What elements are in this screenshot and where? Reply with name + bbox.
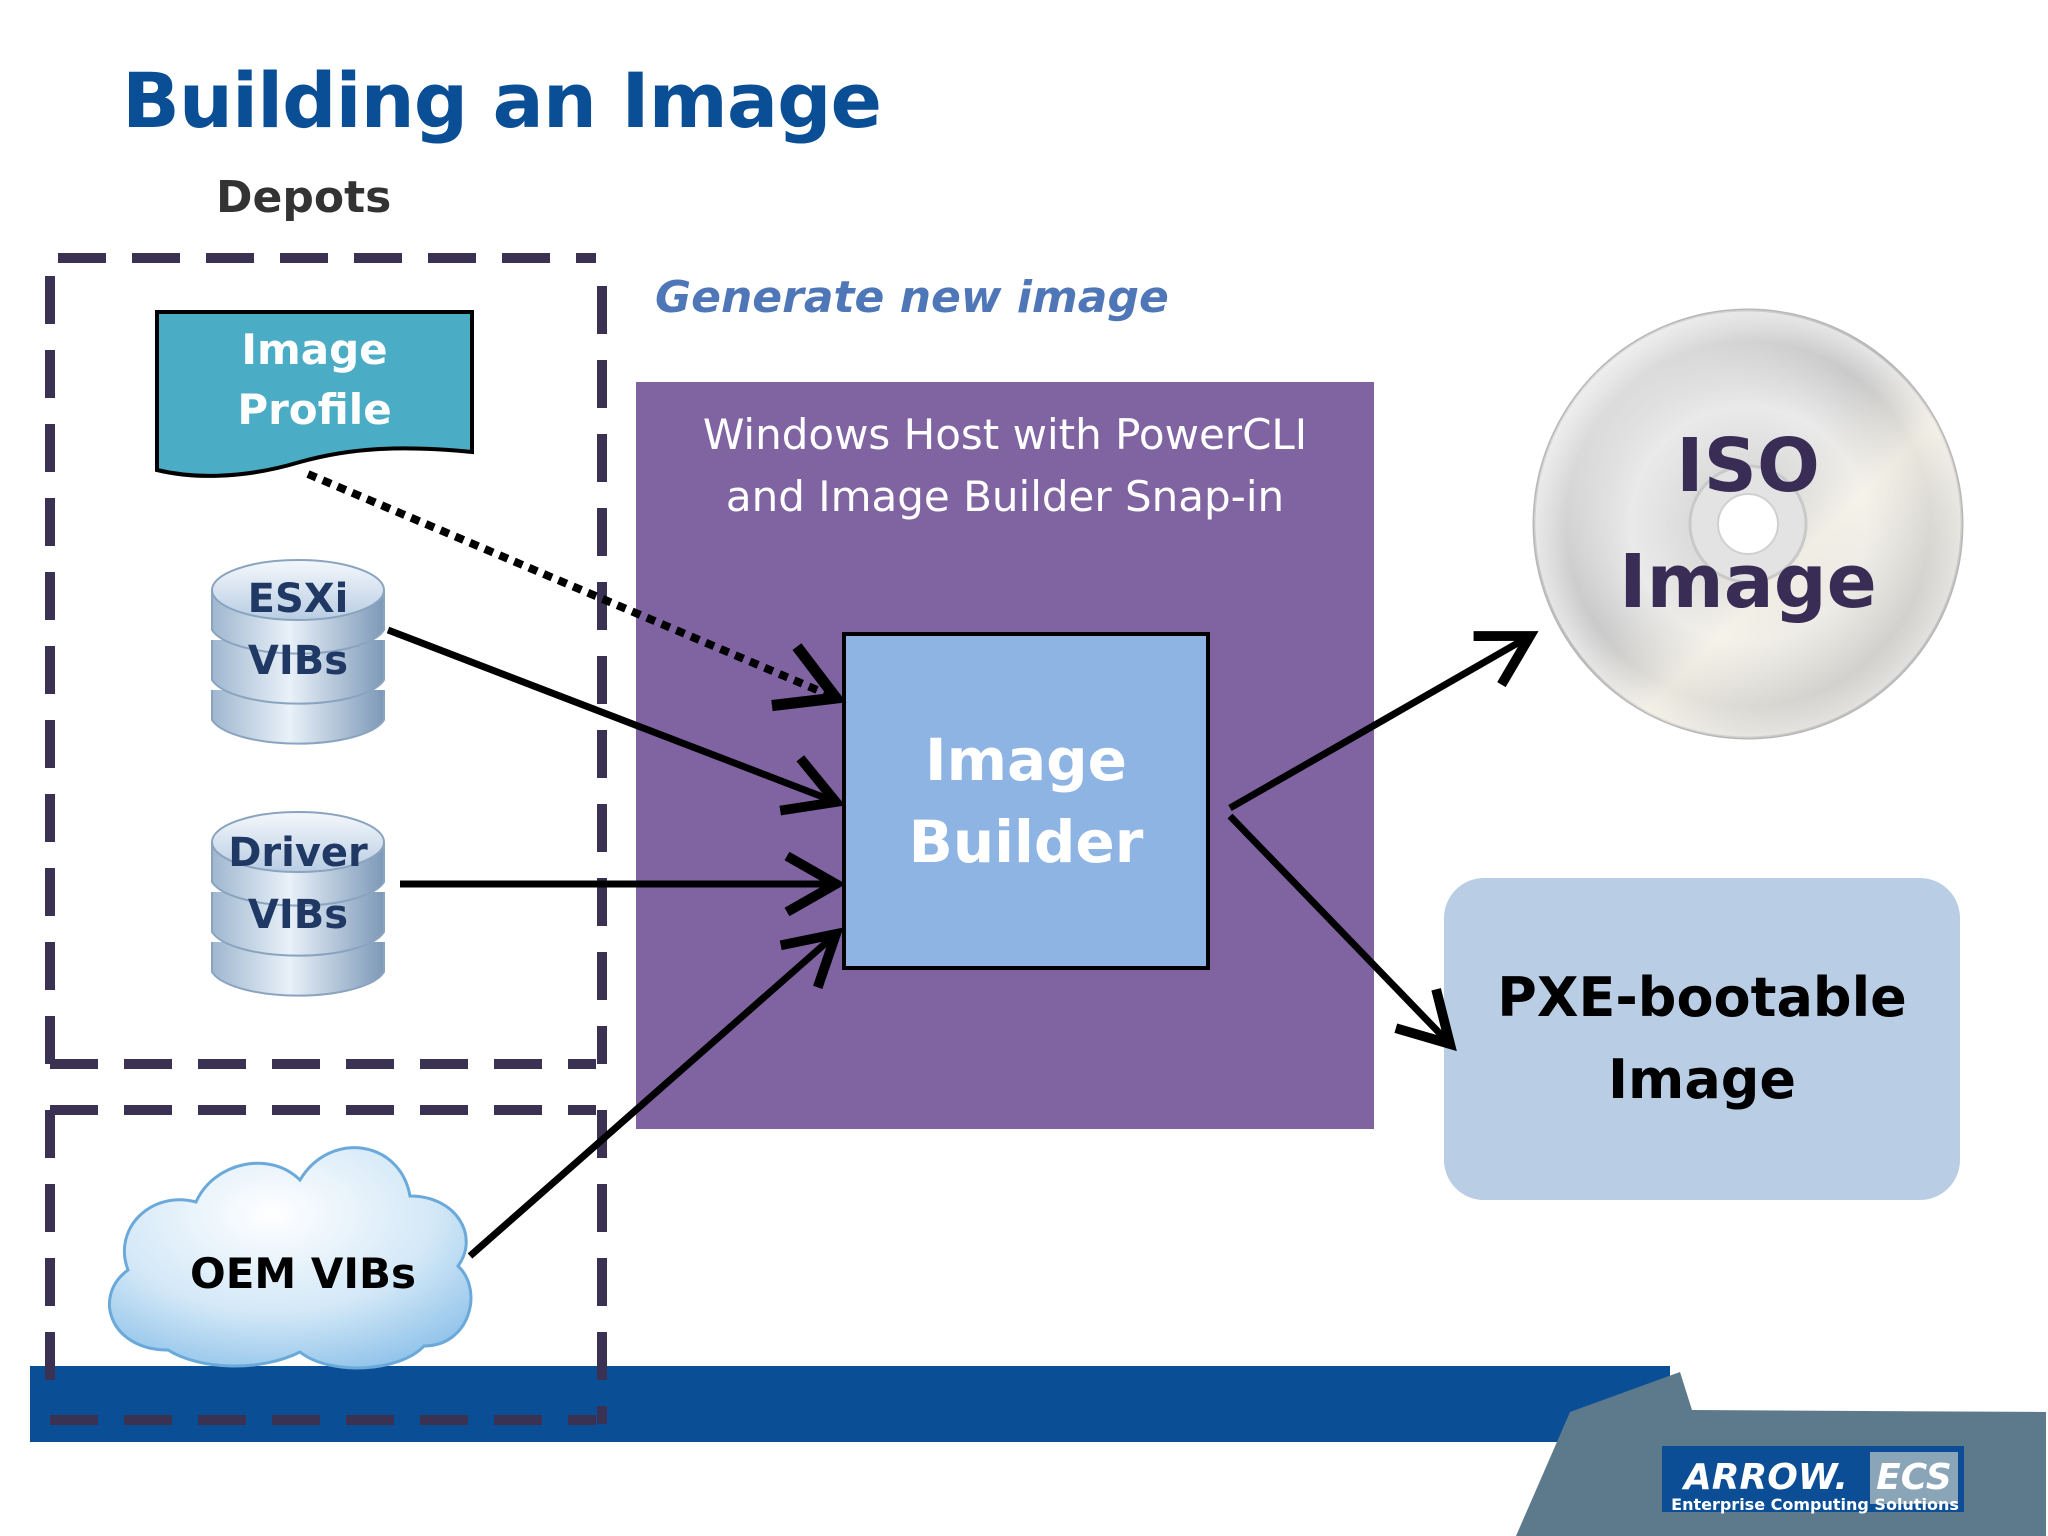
driver-vibs-label: Driver VIBs bbox=[212, 822, 384, 946]
logo-brand: ARROW. bbox=[1683, 1457, 1849, 1498]
slide-title: Building an Image bbox=[122, 56, 882, 145]
oem-vibs-label: OEM VIBs bbox=[190, 1249, 416, 1298]
diagram-arrows bbox=[306, 470, 1539, 1259]
iso-image-line1: ISO bbox=[1676, 423, 1820, 509]
driver-vibs-database-icon bbox=[211, 811, 385, 997]
depots-dashed-border bbox=[45, 253, 607, 1425]
iso-image-line2: Image bbox=[1619, 539, 1877, 625]
profile-to-builder-arrow bbox=[306, 470, 847, 712]
pxe-image-line2: Image bbox=[1607, 1048, 1797, 1111]
image-builder-box: Image Builder bbox=[842, 632, 1210, 970]
host-label-line2: and Image Builder Snap-in bbox=[725, 472, 1285, 521]
esxi-vibs-line2: VIBs bbox=[247, 638, 349, 684]
footer-logo-plate bbox=[1516, 1372, 2046, 1536]
esxi-vibs-line1: ESXi bbox=[247, 576, 349, 622]
logo-product: ECS bbox=[1876, 1457, 1952, 1498]
footer-bar bbox=[30, 1366, 1670, 1442]
image-profile-line1: Image bbox=[241, 325, 388, 374]
windows-host-label: Windows Host with PowerCLI and Image Bui… bbox=[636, 404, 1374, 528]
image-profile-line2: Profile bbox=[237, 385, 392, 434]
image-profile-document bbox=[155, 310, 474, 478]
depots-label: Depots bbox=[216, 172, 392, 223]
generate-new-image-label: Generate new image bbox=[655, 272, 1169, 323]
builder-to-iso-arrow bbox=[1228, 631, 1539, 812]
esxi-to-builder-arrow bbox=[386, 626, 846, 816]
driver-vibs-line2: VIBs bbox=[247, 892, 349, 938]
pxe-image-line1: PXE-bootable bbox=[1497, 966, 1907, 1029]
oem-to-builder-arrow bbox=[467, 927, 844, 1259]
pxe-bootable-image-box: PXE-bootable Image bbox=[1444, 878, 1960, 1200]
esxi-vibs-label: ESXi VIBs bbox=[212, 568, 384, 692]
image-builder-line1: Image bbox=[924, 726, 1127, 794]
iso-cd-icon bbox=[1532, 308, 1964, 740]
host-label-line1: Windows Host with PowerCLI bbox=[702, 410, 1308, 459]
builder-to-pxe-arrow bbox=[1227, 813, 1457, 1052]
image-builder-line2: Builder bbox=[908, 808, 1144, 876]
logo-tagline: Enterprise Computing Solutions bbox=[1671, 1495, 1959, 1514]
iso-image-label: ISO Image bbox=[1580, 408, 1916, 640]
oem-vibs-cloud-icon bbox=[108, 1146, 473, 1370]
esxi-vibs-database-icon bbox=[211, 559, 385, 745]
driver-vibs-line1: Driver bbox=[228, 830, 368, 876]
image-profile-label: Image Profile bbox=[157, 320, 472, 440]
